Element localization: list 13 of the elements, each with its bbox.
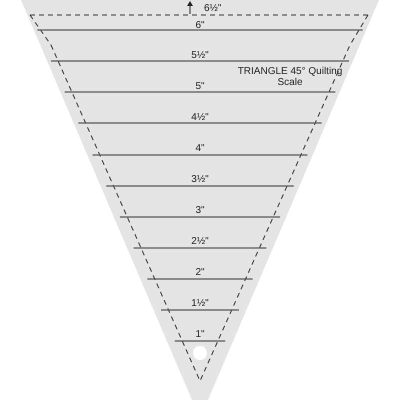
measurement-label: 6½"	[204, 3, 222, 14]
measurement-label: 5½"	[191, 50, 209, 61]
measurement-label: 1½"	[191, 298, 209, 309]
measurement-label: 4"	[195, 143, 205, 154]
measurement-label: 2½"	[191, 236, 209, 247]
measurement-label: 1"	[195, 329, 205, 340]
ruler-title: TRIANGLE 45° Quilting Scale	[236, 66, 344, 88]
measurement-label: 5"	[195, 81, 205, 92]
measurement-label: 3"	[195, 205, 205, 216]
measurement-label: 4½"	[191, 112, 209, 123]
measurement-label: 3½"	[191, 174, 209, 185]
measurement-label: 6"	[195, 20, 205, 31]
measurement-label: 2"	[195, 267, 205, 278]
